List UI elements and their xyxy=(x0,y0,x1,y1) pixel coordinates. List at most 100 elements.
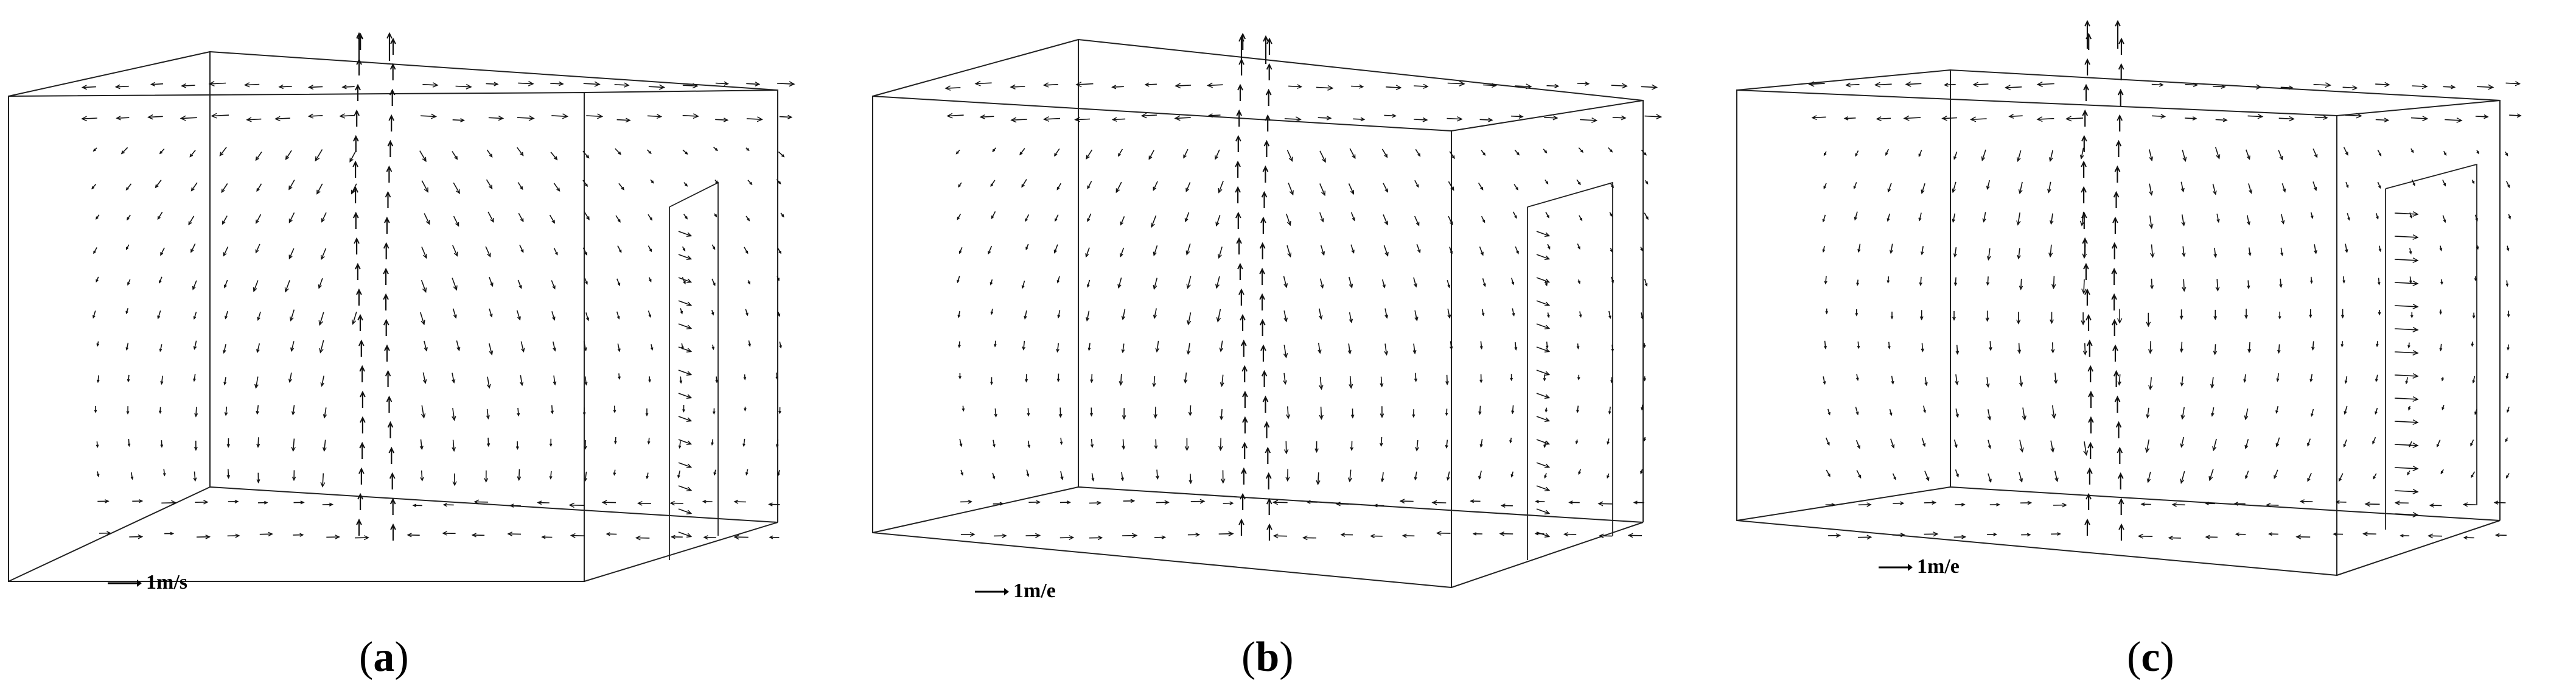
velocity-vector xyxy=(223,246,229,256)
velocity-vector-head xyxy=(1822,249,1826,253)
velocity-vector xyxy=(309,86,323,88)
velocity-vector-head xyxy=(2148,349,2153,354)
velocity-vector xyxy=(1478,182,1484,190)
scale-label-a: 1m/s xyxy=(146,571,187,594)
velocity-vector-head xyxy=(2213,351,2218,356)
jet-tip-vector-head xyxy=(356,32,362,39)
velocity-vector xyxy=(947,114,964,117)
caption-b: (b) xyxy=(1241,634,1294,681)
velocity-vector xyxy=(553,375,556,385)
velocity-vector-head xyxy=(2295,534,2302,539)
velocity-vector-head xyxy=(2276,378,2280,382)
velocity-vector-head xyxy=(335,535,341,539)
velocity-vector-head xyxy=(190,187,195,192)
jet-vector-head xyxy=(1242,390,1248,398)
velocity-vector xyxy=(994,408,997,417)
velocity-vector-head xyxy=(423,253,427,259)
velocity-vector xyxy=(1416,244,1421,253)
jet-vector-head xyxy=(1260,216,1266,223)
velocity-vector xyxy=(2215,119,2227,121)
velocity-vector xyxy=(1986,377,1989,387)
velocity-vector-head xyxy=(2140,502,2145,506)
velocity-vector xyxy=(1481,309,1484,316)
outflow-vector-head xyxy=(1544,394,1551,399)
velocity-vector-head xyxy=(2472,315,2476,319)
velocity-vector xyxy=(1087,181,1092,189)
velocity-vector-head xyxy=(1057,315,1061,319)
velocity-vector xyxy=(1220,340,1223,352)
velocity-vector xyxy=(584,471,587,481)
velocity-vector xyxy=(1349,469,1352,482)
velocity-vector-head xyxy=(1836,533,1841,538)
velocity-vector-head xyxy=(1577,281,1581,284)
velocity-vector xyxy=(517,147,524,156)
velocity-vector xyxy=(1644,212,1649,220)
velocity-vector-head xyxy=(584,477,588,482)
velocity-vector-head xyxy=(1854,216,1857,221)
velocity-vector xyxy=(2278,150,2283,160)
velocity-vector xyxy=(2281,214,2285,224)
velocity-vector-head xyxy=(613,410,616,413)
velocity-vector xyxy=(2245,471,2249,478)
velocity-vector-head xyxy=(597,113,604,119)
jet-vector-head xyxy=(2087,365,2094,372)
velocity-vector xyxy=(617,245,622,253)
velocity-vector-head xyxy=(1447,477,1450,481)
velocity-vector xyxy=(1384,343,1387,355)
velocity-vector xyxy=(2475,116,2488,117)
velocity-vector-head xyxy=(1090,379,1094,384)
velocity-vector xyxy=(616,119,630,121)
velocity-vector xyxy=(288,212,295,223)
velocity-vector-head xyxy=(520,152,524,156)
velocity-vector-head xyxy=(1579,217,1583,222)
velocity-vector-head xyxy=(549,443,553,447)
jet-vector-head xyxy=(2112,344,2118,351)
velocity-vector-head xyxy=(1808,81,1815,87)
jet-vector-head xyxy=(1241,467,1247,474)
velocity-vector-head xyxy=(1577,377,1580,380)
jet-vector-head xyxy=(1262,165,1269,172)
velocity-vector-head xyxy=(2149,285,2154,290)
outflow-vector-head xyxy=(1544,440,1551,445)
velocity-vector xyxy=(1025,214,1030,222)
velocity-vector-head xyxy=(1597,501,1604,506)
velocity-vector xyxy=(275,117,290,120)
velocity-vector xyxy=(1608,310,1611,318)
velocity-vector-head xyxy=(1607,475,1610,479)
velocity-vector xyxy=(424,213,430,225)
velocity-vector-head xyxy=(96,279,99,283)
velocity-vector xyxy=(1186,244,1191,255)
velocity-vector xyxy=(2118,374,2121,385)
velocity-vector-head xyxy=(585,155,590,159)
velocity-vector xyxy=(148,116,163,118)
velocity-vector-head xyxy=(1845,82,1851,88)
velocity-vector-head xyxy=(2352,85,2358,91)
velocity-vector-head xyxy=(125,310,128,315)
velocity-vector xyxy=(1826,469,1831,477)
velocity-vector-head xyxy=(1056,280,1060,284)
velocity-vector xyxy=(127,374,130,382)
outflow-vector xyxy=(1536,462,1549,468)
velocity-vector-head xyxy=(2244,315,2249,320)
velocity-vector-head xyxy=(1890,316,1894,320)
outflow-vector xyxy=(1536,416,1549,422)
velocity-vector-head xyxy=(775,444,779,448)
velocity-vector-head xyxy=(2249,189,2253,194)
velocity-vector-head xyxy=(2314,153,2318,158)
velocity-vector-head xyxy=(617,348,621,352)
velocity-vector-head xyxy=(1350,415,1355,419)
velocity-vector xyxy=(2310,212,2313,219)
outflow-vector-head xyxy=(1544,510,1551,514)
velocity-vector xyxy=(2209,469,2214,481)
velocity-vector xyxy=(584,407,585,415)
velocity-vector xyxy=(315,149,323,161)
outflow-vector xyxy=(2394,305,2418,307)
velocity-vector xyxy=(256,183,262,192)
velocity-vector-head xyxy=(126,411,130,415)
velocity-vector-head xyxy=(2333,532,2337,536)
central-jet xyxy=(1235,32,1272,541)
velocity-vector xyxy=(1877,117,1891,120)
velocity-vector-head xyxy=(96,343,100,347)
velocity-vector-head xyxy=(2182,287,2187,292)
velocity-vector-head xyxy=(2474,278,2477,282)
